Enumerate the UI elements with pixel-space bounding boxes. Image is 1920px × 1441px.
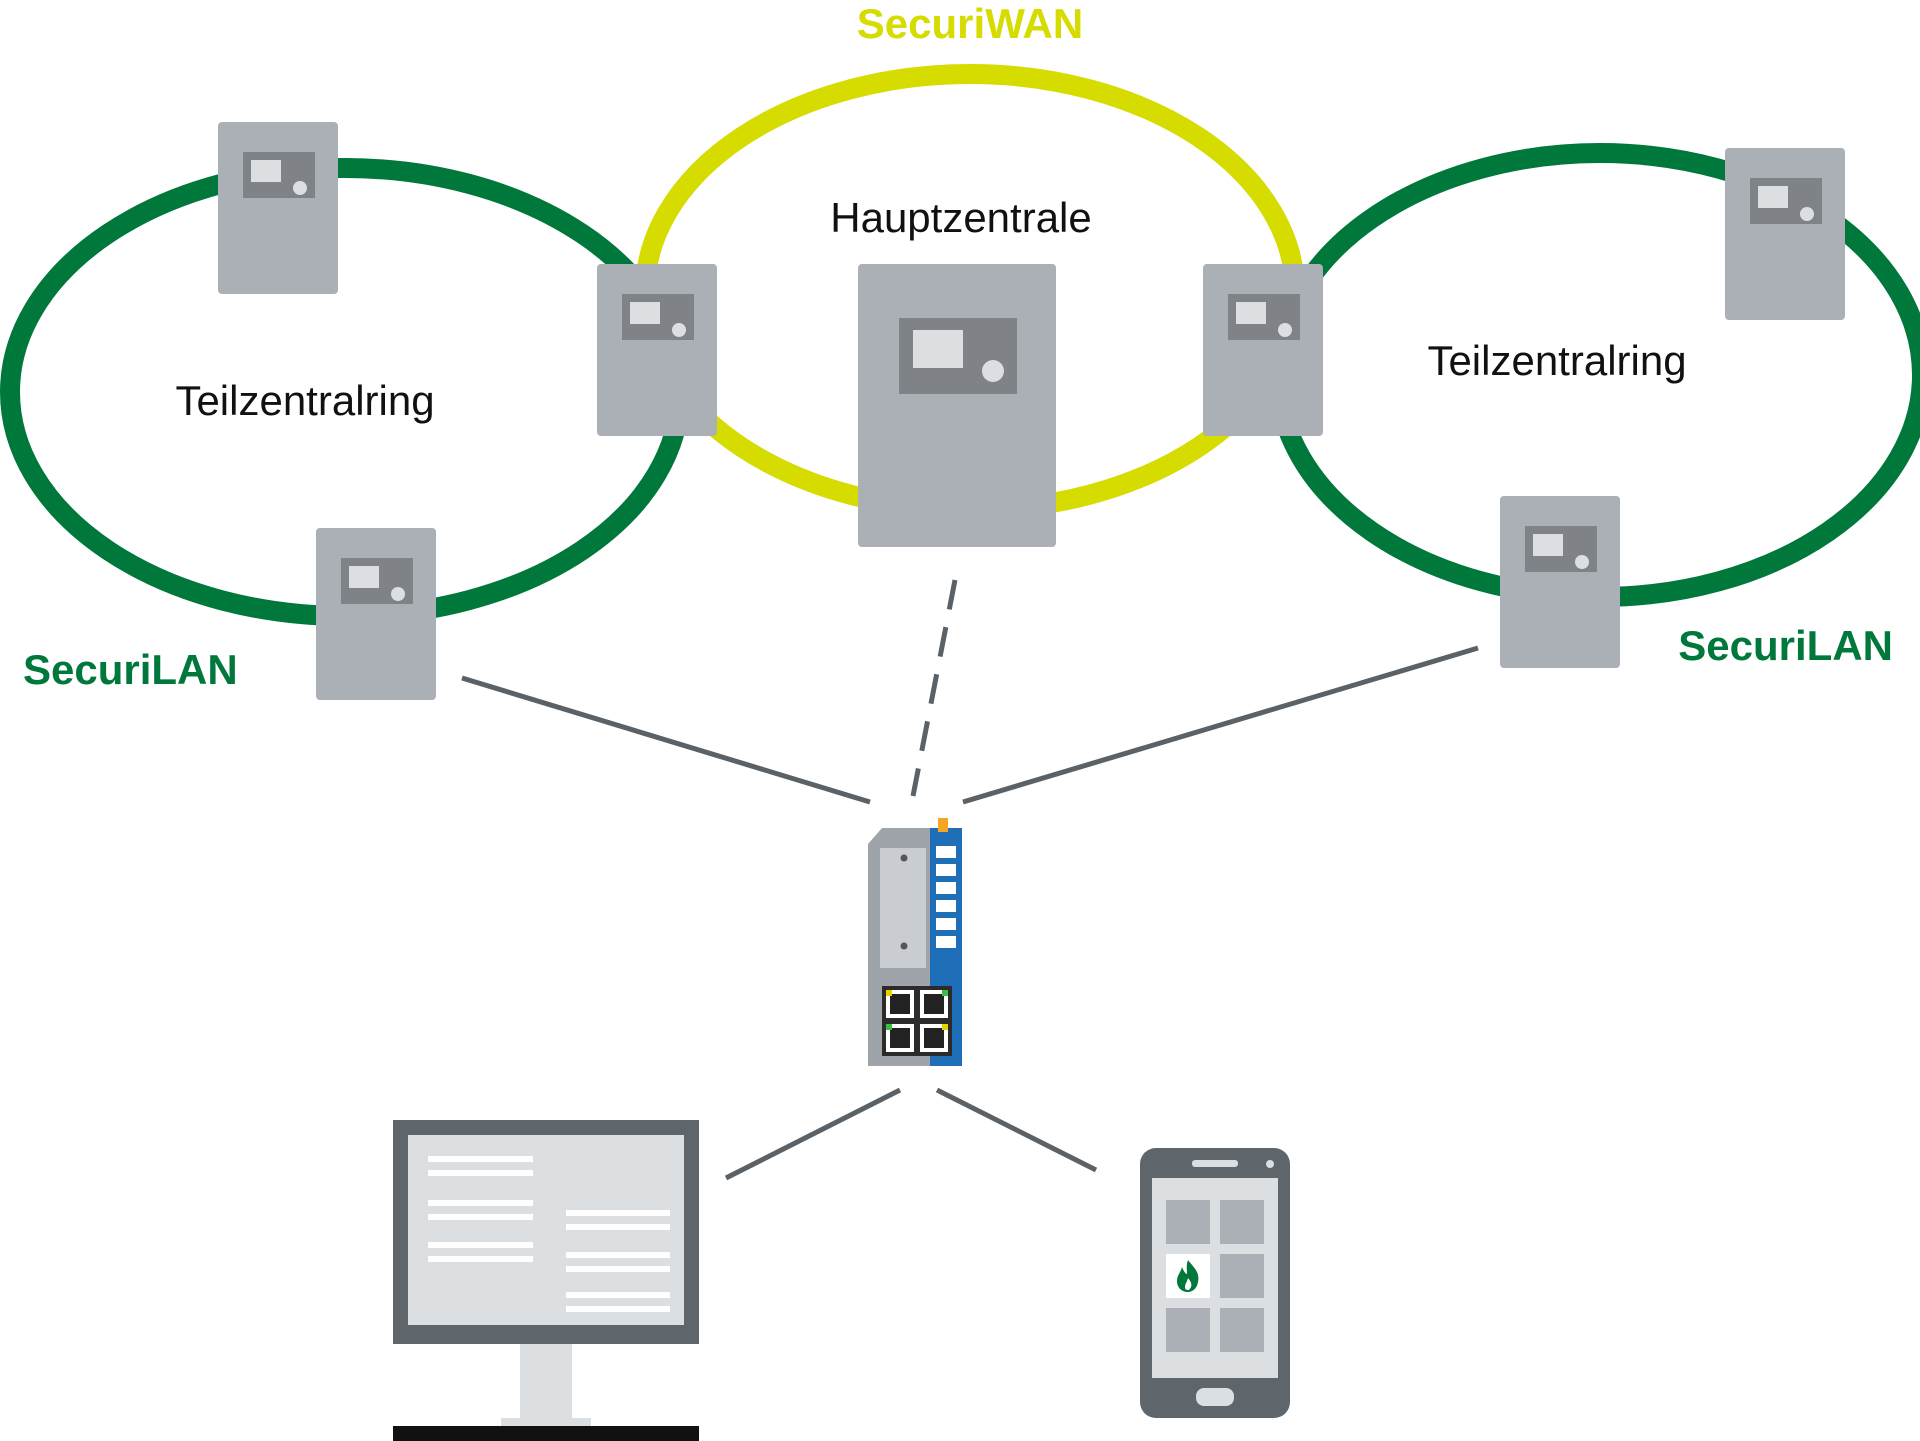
fire-alarm-panel-icon <box>1203 264 1323 436</box>
fire-alarm-panel-icon <box>1725 148 1845 320</box>
network-switch-icon <box>868 818 962 1066</box>
line-right-panel-to-switch <box>962 645 1479 805</box>
fire-alarm-panel-icon <box>1500 496 1620 668</box>
flame-icon <box>1177 1260 1199 1292</box>
line-main-panel-to-switch-dashed <box>910 579 958 797</box>
connection-lines <box>461 579 1479 1181</box>
desktop-monitor-icon <box>393 1120 699 1441</box>
left-sub-ring-label: Teilzentralring <box>175 377 434 424</box>
fire-alarm-panel-icon <box>597 264 717 436</box>
line-left-panel-to-switch <box>461 675 871 805</box>
fire-alarm-panel-icon <box>316 528 436 700</box>
securiwan-label: SecuriWAN <box>857 0 1083 47</box>
right-sub-ring-label: Teilzentralring <box>1427 337 1686 384</box>
left-securilan-label: SecuriLAN <box>23 646 238 693</box>
main-fire-alarm-panel-icon <box>858 264 1056 547</box>
smartphone-icon <box>1140 1148 1290 1418</box>
line-switch-to-workstation <box>724 1087 902 1181</box>
line-switch-to-phone <box>935 1087 1098 1173</box>
fire-alarm-panel-icon <box>218 122 338 294</box>
right-securilan-label: SecuriLAN <box>1678 622 1893 669</box>
main-panel-label: Hauptzentrale <box>830 194 1092 241</box>
screen-text-lines-icon <box>428 1156 670 1312</box>
